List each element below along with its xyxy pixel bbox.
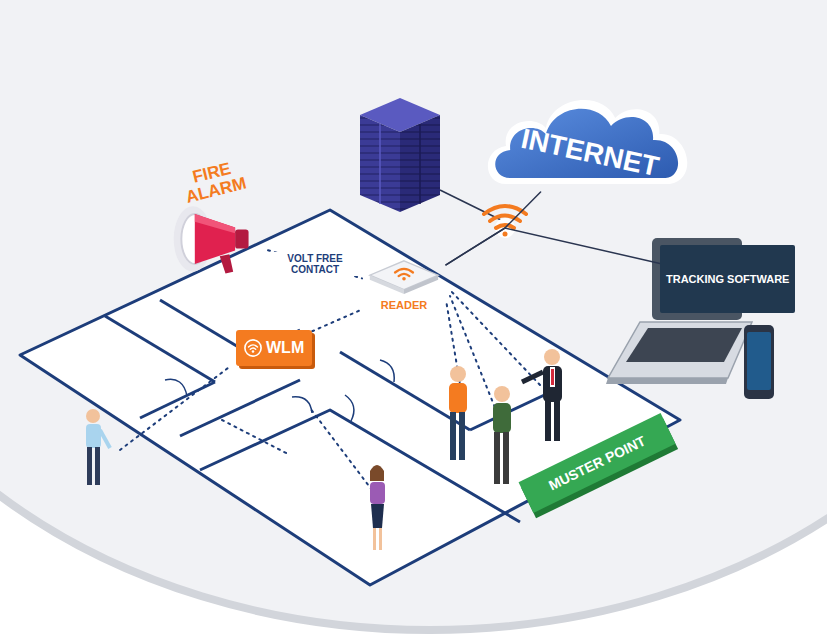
connector bbox=[268, 250, 362, 278]
wlm-badge: WLM bbox=[236, 330, 312, 366]
floor-plan-part bbox=[180, 380, 300, 436]
person bbox=[449, 366, 467, 460]
phone bbox=[744, 325, 774, 399]
door-arc-part bbox=[345, 395, 354, 421]
person-part bbox=[371, 504, 384, 528]
node-label: FIRE ALARM bbox=[176, 156, 253, 208]
person-part bbox=[379, 528, 382, 550]
icon-part bbox=[404, 275, 438, 294]
fire-alarm: FIRE ALARM bbox=[160, 164, 268, 304]
laptop-part bbox=[626, 328, 742, 362]
person-part bbox=[87, 447, 92, 485]
laptop-part bbox=[608, 322, 752, 378]
icon bbox=[368, 258, 440, 296]
person-part bbox=[449, 383, 467, 413]
person-part bbox=[86, 409, 100, 423]
leader-line-part bbox=[120, 368, 228, 450]
door-arc-part bbox=[165, 379, 187, 396]
icon bbox=[244, 339, 262, 357]
icon-part bbox=[245, 340, 261, 356]
muster-point-band: MUSTER POINT bbox=[519, 413, 676, 513]
phone-part bbox=[744, 325, 774, 399]
leader-line bbox=[120, 290, 540, 490]
node-label: READER bbox=[381, 299, 427, 311]
person-part bbox=[551, 369, 554, 385]
connector-line bbox=[446, 192, 541, 265]
person-part bbox=[503, 432, 509, 484]
person-part bbox=[373, 528, 376, 550]
node-label: MUSTER POINT bbox=[546, 433, 648, 494]
icon-part bbox=[488, 100, 687, 184]
icon-part bbox=[370, 275, 404, 294]
person bbox=[493, 386, 511, 484]
person-part bbox=[554, 401, 560, 441]
person-part bbox=[545, 401, 551, 441]
floor-plan-part bbox=[105, 316, 215, 382]
person bbox=[86, 409, 110, 485]
connector bbox=[312, 309, 362, 331]
laptop-part bbox=[606, 378, 728, 384]
person bbox=[370, 465, 385, 550]
server-rack-part bbox=[379, 124, 381, 204]
edge-label: VOLT FREE CONTACT bbox=[272, 252, 358, 276]
person-part bbox=[450, 412, 456, 460]
floor-plan-part bbox=[200, 410, 520, 522]
door-arc-part bbox=[380, 360, 394, 382]
server-rack-part bbox=[360, 115, 400, 212]
connector-line bbox=[268, 250, 362, 278]
person-part bbox=[493, 403, 511, 433]
icon-part bbox=[195, 214, 235, 233]
person-part bbox=[543, 366, 562, 402]
person-part bbox=[95, 447, 100, 485]
person-part bbox=[522, 372, 543, 382]
person-part bbox=[494, 432, 500, 484]
node-label: WLM bbox=[266, 339, 304, 357]
person-part bbox=[100, 430, 110, 448]
person-part bbox=[550, 367, 555, 387]
leader-line-part bbox=[310, 408, 372, 490]
icon bbox=[166, 200, 262, 278]
icon-part bbox=[370, 261, 438, 290]
floor-plan bbox=[20, 210, 680, 585]
person-part bbox=[544, 349, 560, 365]
connector bbox=[446, 192, 541, 265]
connector-line bbox=[312, 309, 362, 331]
cloud-node: INTERNET bbox=[485, 92, 695, 192]
wifi-symbol-part bbox=[503, 232, 508, 237]
person-part bbox=[459, 412, 465, 460]
leader-line-part bbox=[450, 296, 500, 420]
icon-part bbox=[402, 277, 406, 281]
person-part bbox=[86, 424, 101, 448]
software-screen: TRACKING SOFTWARE bbox=[660, 245, 795, 313]
floor-plan-part bbox=[470, 390, 555, 430]
connector-line bbox=[446, 228, 660, 265]
person-part bbox=[450, 366, 466, 382]
phone-part bbox=[747, 332, 771, 390]
person bbox=[522, 349, 562, 441]
leader-line-part bbox=[450, 290, 540, 385]
server-rack bbox=[360, 98, 440, 212]
server-rack-part bbox=[400, 115, 440, 212]
icon-part bbox=[220, 254, 233, 273]
node-label: TRACKING SOFTWARE bbox=[666, 273, 789, 286]
icon-part bbox=[235, 229, 248, 248]
connector bbox=[446, 228, 660, 265]
person-part bbox=[370, 482, 385, 504]
icon-part bbox=[252, 350, 255, 353]
door-arc-part bbox=[292, 397, 312, 413]
leader-line-part bbox=[222, 420, 290, 455]
reader-device: READER bbox=[362, 258, 446, 324]
floor-plan-part bbox=[20, 210, 680, 585]
person-part bbox=[494, 386, 510, 402]
person-part bbox=[370, 465, 384, 481]
icon-part bbox=[249, 345, 258, 350]
icon-part bbox=[395, 269, 413, 276]
server-rack-part bbox=[419, 124, 421, 204]
